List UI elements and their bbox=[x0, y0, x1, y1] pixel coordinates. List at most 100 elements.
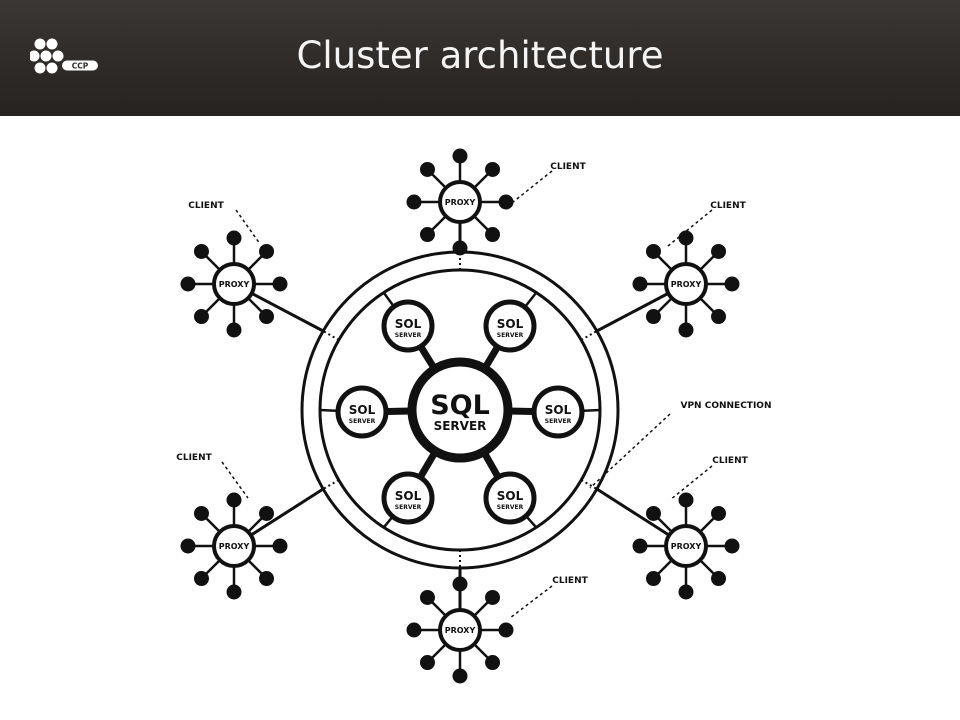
client-dot bbox=[419, 161, 435, 177]
main-server-circle bbox=[407, 357, 513, 463]
client-dot bbox=[645, 505, 661, 521]
sub-server-label: SOL bbox=[395, 489, 422, 503]
sub-server-circle bbox=[531, 385, 585, 439]
proxy-circle bbox=[438, 180, 482, 224]
sub-server-label: SOL bbox=[395, 317, 422, 331]
client-dot bbox=[711, 243, 727, 259]
diagram-nodes: SOLSERVERSOLSERVERSOLSERVERSOLSERVERSOLS… bbox=[180, 148, 740, 684]
sub-server-circle bbox=[381, 299, 435, 353]
proxy-label: PROXY bbox=[671, 280, 702, 289]
client-dot bbox=[193, 505, 209, 521]
client-leader-line bbox=[509, 585, 553, 619]
proxy-label: PROXY bbox=[445, 198, 476, 207]
sub-server-sublabel: SERVER bbox=[497, 504, 524, 511]
sub-server-sublabel: SERVER bbox=[395, 504, 422, 511]
vpn-leader-line bbox=[589, 413, 671, 489]
client-leader-line bbox=[507, 170, 553, 207]
client-dot bbox=[406, 622, 422, 638]
sub-server-label: SOL bbox=[545, 403, 572, 417]
client-dot bbox=[193, 243, 209, 259]
client-dot bbox=[645, 571, 661, 587]
client-label: CLIENT bbox=[176, 453, 212, 463]
ccp-logo: CCP bbox=[30, 38, 98, 74]
page-title: Cluster architecture bbox=[296, 34, 664, 77]
client-label: CLIENT bbox=[552, 576, 588, 586]
proxy-cluster: PROXY bbox=[632, 230, 740, 338]
sub-server-label: SOL bbox=[349, 403, 376, 417]
sub-server-sublabel: SERVER bbox=[497, 332, 524, 339]
client-dot bbox=[452, 668, 468, 684]
client-dot bbox=[724, 276, 740, 292]
client-dot bbox=[678, 322, 694, 338]
client-dot bbox=[498, 622, 514, 638]
header-bar: CCP Cluster architecture bbox=[0, 0, 960, 116]
vpn-dotted-mark bbox=[580, 479, 598, 490]
sub-server-circle bbox=[335, 385, 389, 439]
vpn-connection-label: VPN CONNECTION bbox=[681, 401, 772, 411]
proxy-cluster: PROXY bbox=[632, 492, 740, 600]
client-leader-line bbox=[221, 461, 249, 499]
proxy-label: PROXY bbox=[445, 626, 476, 635]
client-dot bbox=[226, 322, 242, 338]
client-dot bbox=[498, 194, 514, 210]
client-dot bbox=[259, 571, 275, 587]
proxy-label: PROXY bbox=[219, 542, 250, 551]
proxy-cluster: PROXY bbox=[406, 576, 514, 684]
proxy-circle bbox=[664, 524, 708, 568]
client-dot bbox=[259, 505, 275, 521]
proxy-circle bbox=[212, 262, 256, 306]
client-dot bbox=[419, 227, 435, 243]
client-dot bbox=[678, 492, 694, 508]
proxy-cluster: PROXY bbox=[180, 492, 288, 600]
proxy-label: PROXY bbox=[671, 542, 702, 551]
client-dot bbox=[485, 589, 501, 605]
client-dot bbox=[645, 309, 661, 325]
svg-text:CCP: CCP bbox=[72, 62, 89, 71]
client-dot bbox=[632, 276, 648, 292]
client-dot bbox=[632, 538, 648, 554]
sub-server-label: SOL bbox=[497, 317, 524, 331]
client-dot bbox=[485, 227, 501, 243]
diagram-labels: CLIENT CLIENT CLIENT CLIENT CLIENT CLIENT VPN … bbox=[176, 162, 772, 619]
cluster-diagram: SOLSERVERSOLSERVERSOLSERVERSOLSERVERSOLS… bbox=[176, 148, 772, 684]
proxy-circle bbox=[664, 262, 708, 306]
client-dot bbox=[419, 589, 435, 605]
client-dot bbox=[193, 309, 209, 325]
sub-server-sublabel: SERVER bbox=[349, 418, 376, 425]
client-dot bbox=[678, 584, 694, 600]
client-dot bbox=[259, 243, 275, 259]
proxy-label: PROXY bbox=[219, 280, 250, 289]
client-dot bbox=[711, 309, 727, 325]
proxy-cluster: PROXY bbox=[180, 230, 288, 338]
client-dot bbox=[452, 576, 468, 592]
client-dot bbox=[485, 161, 501, 177]
client-dot bbox=[226, 230, 242, 246]
proxy-cluster: PROXY bbox=[406, 148, 514, 256]
sub-server-label: SOL bbox=[497, 489, 524, 503]
client-dot bbox=[226, 492, 242, 508]
client-label: CLIENT bbox=[710, 201, 746, 211]
client-label: CLIENT bbox=[712, 456, 748, 466]
client-label: CLIENT bbox=[188, 201, 224, 211]
client-dot bbox=[485, 655, 501, 671]
client-dot bbox=[406, 194, 422, 210]
client-dot bbox=[645, 243, 661, 259]
client-label: CLIENT bbox=[550, 162, 586, 172]
client-dot bbox=[193, 571, 209, 587]
sub-server-sublabel: SERVER bbox=[545, 418, 572, 425]
client-dot bbox=[226, 584, 242, 600]
client-dot bbox=[452, 240, 468, 256]
proxy-circle bbox=[438, 608, 482, 652]
sub-server-circle bbox=[381, 471, 435, 525]
client-dot bbox=[711, 505, 727, 521]
main-server-sublabel: SERVER bbox=[434, 419, 487, 433]
proxy-circle bbox=[212, 524, 256, 568]
main-server-label: SQL bbox=[430, 390, 490, 421]
client-dot bbox=[678, 230, 694, 246]
